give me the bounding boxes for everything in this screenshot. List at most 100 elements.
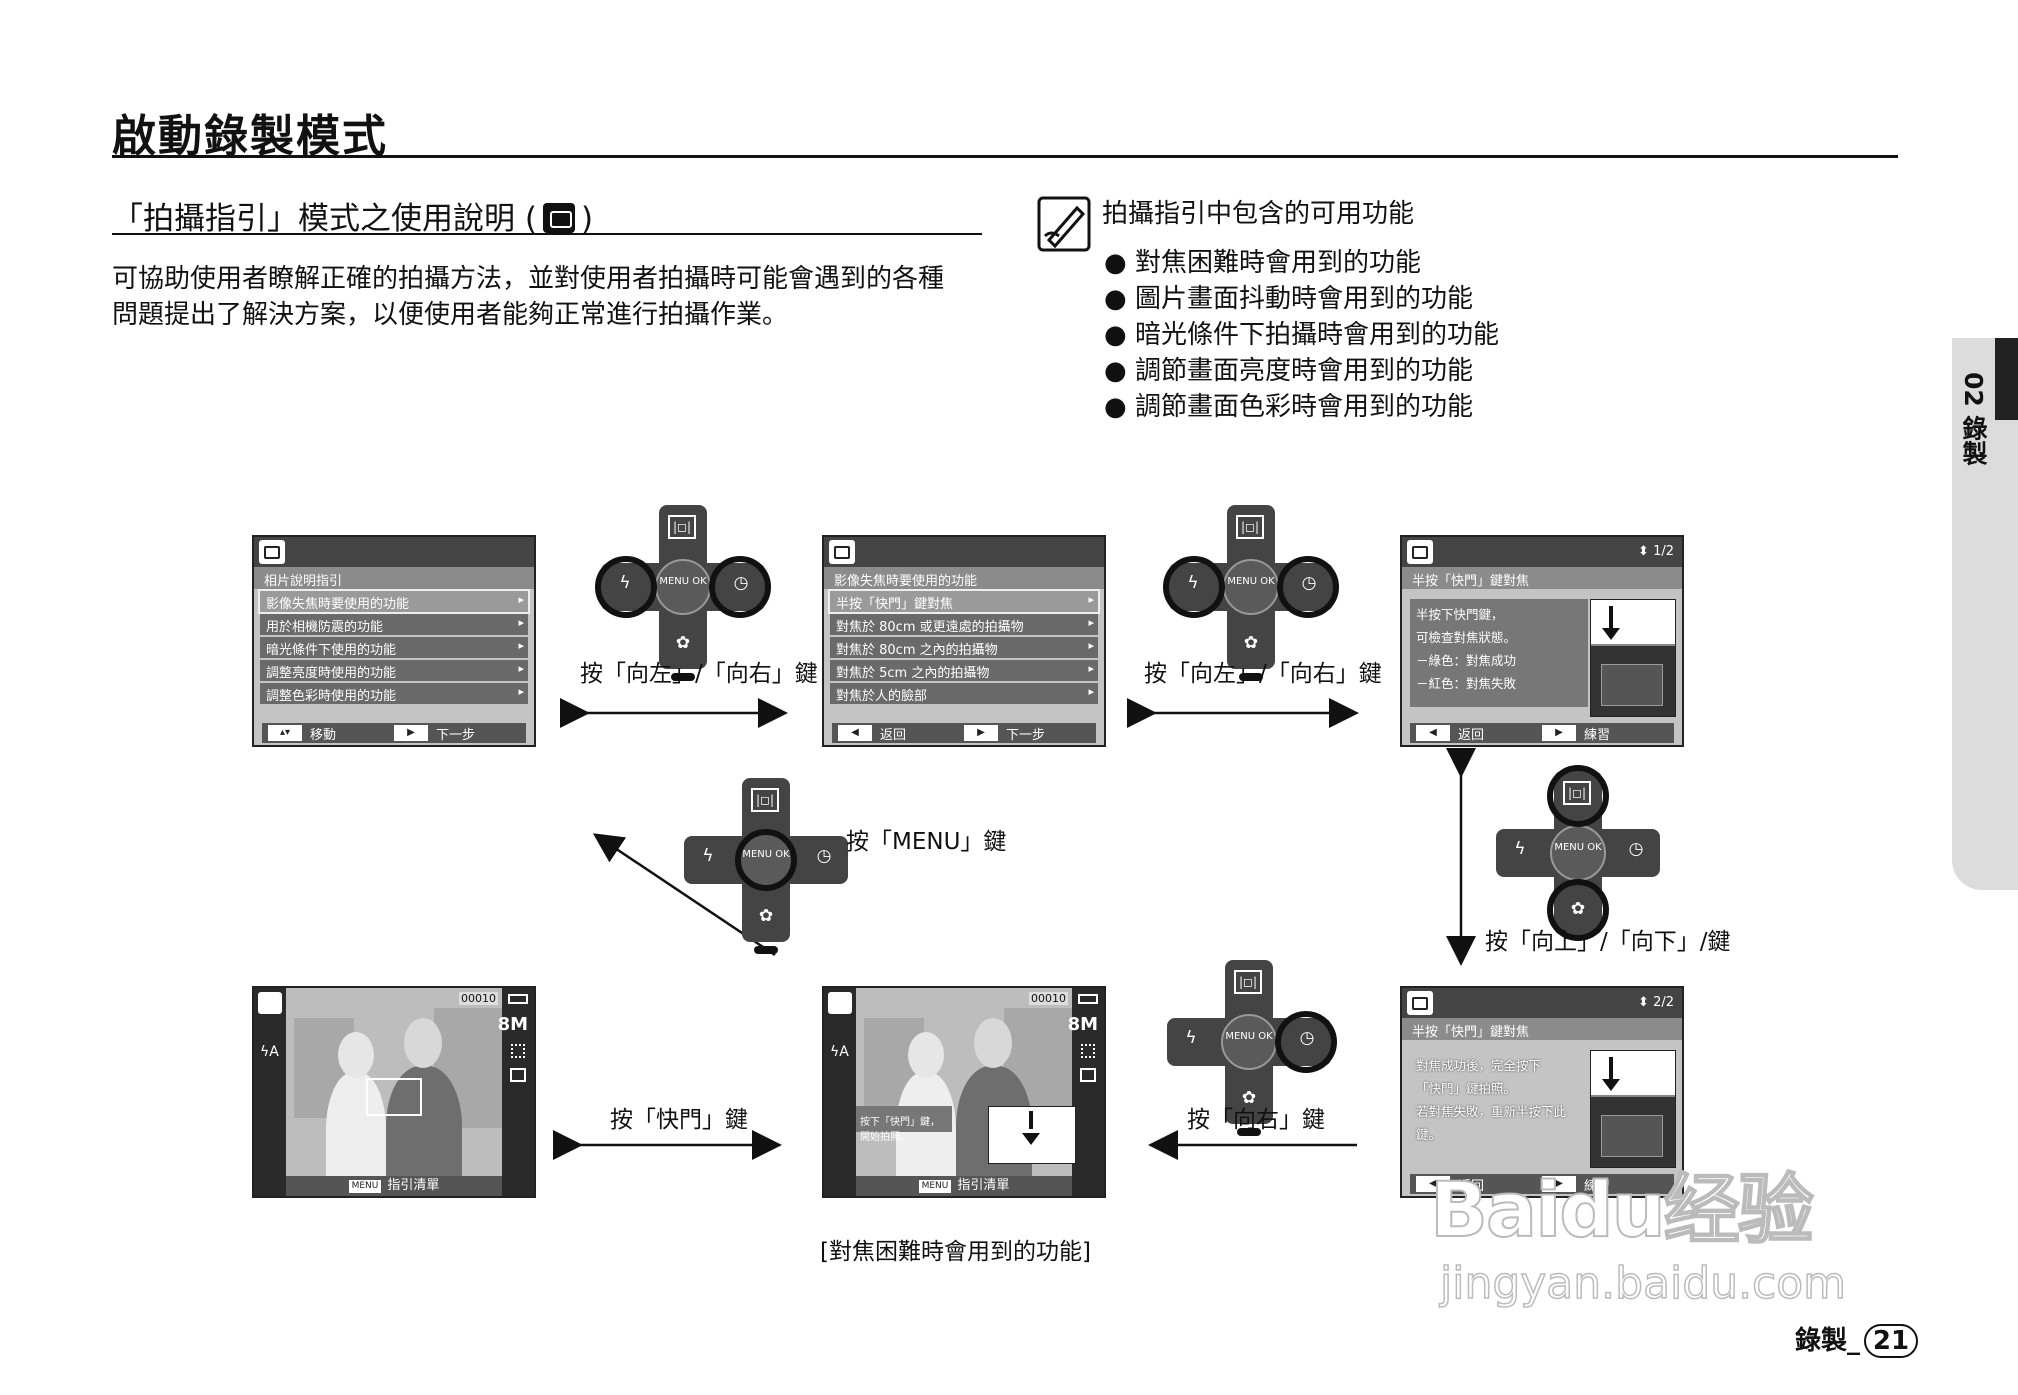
menu-item[interactable]: 對焦於 5cm 之內的拍攝物 xyxy=(830,660,1098,681)
menu-item[interactable]: 對焦於 80cm 或更遠處的拍攝物 xyxy=(830,614,1098,635)
left-info-bar xyxy=(824,988,856,1198)
guide-mode-icon xyxy=(1407,991,1433,1015)
dpad-up-down: MENU OK |◻| ϟ ◷ ✿ xyxy=(1496,771,1660,935)
left-key-icon: ◀ xyxy=(1416,725,1450,741)
right-key-icon: ▶ xyxy=(964,725,998,741)
shot-counter: 00010 xyxy=(1029,992,1068,1005)
menu-item[interactable]: 調整亮度時使用的功能 xyxy=(260,660,528,681)
footer-right-label: 練習 xyxy=(1584,724,1610,743)
menu-item[interactable]: 對焦於人的臉部 xyxy=(830,683,1098,704)
menu-ok-button[interactable]: MENU OK xyxy=(1223,559,1279,615)
right-key-icon: ▶ xyxy=(394,725,428,741)
note-bullet: ● 調節畫面色彩時會用到的功能 xyxy=(1104,386,1473,423)
screen-caption: [對焦困難時會用到的功能] xyxy=(820,1232,1091,1266)
note-bullet: ● 對焦困難時會用到的功能 xyxy=(1104,242,1421,279)
display-icon: |◻| xyxy=(1236,515,1264,539)
menu-item[interactable]: 影像失焦時要使用的功能 xyxy=(260,591,528,612)
macro-icon: ✿ xyxy=(668,633,698,653)
guide-mode-icon xyxy=(259,540,285,564)
screen-footer: MENU指引清單 xyxy=(856,1176,1072,1196)
screen-header: ⬍ 1/2 xyxy=(1402,537,1682,567)
guide-mode-icon xyxy=(543,203,575,233)
shutter-hint: 按下「快門」鍵，開始拍照。 xyxy=(856,1106,952,1132)
menu-item[interactable]: 用於相機防震的功能 xyxy=(260,614,528,635)
screen-focus-functions: 影像失焦時要使用的功能 半按「快門」鍵對焦 對焦於 80cm 或更遠處的拍攝物 … xyxy=(822,535,1106,747)
shutter-press-illustration xyxy=(1590,599,1676,717)
footer-left-label: 返回 xyxy=(880,724,906,743)
up-down-key-icon: ▴▾ xyxy=(268,725,302,741)
scene-face xyxy=(974,1018,1012,1068)
macro-icon: ✿ xyxy=(1236,633,1266,653)
instruction-up-down: 按「向上」/「向下」/鍵 xyxy=(1485,922,1731,956)
dpad-menu: MENU OK |◻| ϟ ◷ ✿ xyxy=(684,778,848,942)
note-bullet: ● 調節畫面亮度時會用到的功能 xyxy=(1104,350,1473,387)
hint-line: 若對焦失敗，重新半按下此鍵。 xyxy=(1416,1100,1582,1146)
camera-back-icon xyxy=(1591,644,1676,716)
image-size-label: 8M xyxy=(1068,1014,1098,1035)
menu-ok-button[interactable]: MENU OK xyxy=(1550,825,1606,881)
screen-subtitle: 影像失焦時要使用的功能 xyxy=(824,567,1104,589)
note-title: 拍攝指引中包含的可用功能 xyxy=(1102,193,1414,230)
guide-mode-icon xyxy=(829,540,855,564)
screen-half-press-1: ⬍ 1/2 半按「快門」鍵對焦 半按下快門鍵， 可檢查對焦狀態。 －綠色：對焦成… xyxy=(1400,535,1684,747)
down-arrow-icon xyxy=(1029,1111,1033,1129)
dpad-left-right-2: MENU OK |◻| ϟ ◷ ✿ xyxy=(1169,505,1333,669)
scene-face xyxy=(908,1032,944,1078)
play-pause-tag xyxy=(754,946,778,954)
menu-item[interactable]: 半按「快門」鍵對焦 xyxy=(830,591,1098,612)
note-pencil-icon xyxy=(1037,196,1091,252)
screen-footer: ▴▾ 移動 ▶ 下一步 xyxy=(262,723,526,743)
highlight-right xyxy=(1277,556,1339,618)
chapter-tab-label: 02 錄製 xyxy=(1955,372,1991,466)
self-timer-icon: ◷ xyxy=(1621,839,1651,859)
footer-left-label: 返回 xyxy=(1458,724,1484,743)
macro-icon: ✿ xyxy=(751,906,781,926)
section-title-text: 「拍攝指引」模式之使用說明 ( xyxy=(112,201,537,237)
menu-ok-button[interactable]: MENU OK xyxy=(655,559,711,615)
shot-counter: 00010 xyxy=(459,992,498,1005)
image-size-label: 8M xyxy=(498,1014,528,1035)
instruction-left-right-1: 按「向左」/「向右」鍵 xyxy=(580,654,818,688)
menu-item[interactable]: 對焦於 80cm 之內的拍攝物 xyxy=(830,637,1098,658)
self-timer-icon: ◷ xyxy=(809,846,839,866)
intro-line-1: 可協助使用者瞭解正確的拍攝方法，並對使用者拍攝時可能會遇到的各種 xyxy=(112,258,944,295)
metering-icon xyxy=(1080,1068,1096,1082)
scene-face xyxy=(338,1032,374,1078)
footer-right-label: 下一步 xyxy=(436,724,475,743)
intro-line-2: 問題提出了解決方案，以便使用者能夠正常進行拍攝作業。 xyxy=(112,294,788,331)
screen-subtitle: 相片說明指引 xyxy=(254,567,534,589)
flash-icon: ϟ xyxy=(1505,839,1535,859)
metering-icon xyxy=(510,1068,526,1082)
battery-icon xyxy=(1078,994,1098,1004)
quality-icon xyxy=(1081,1044,1095,1058)
down-arrow-icon xyxy=(1609,1057,1613,1081)
guide-mode-icon xyxy=(1407,540,1433,564)
hint-line: －紅色：對焦失敗 xyxy=(1416,672,1582,695)
highlight-center xyxy=(735,829,797,891)
hint-line: 半按下快門鍵， xyxy=(1416,603,1582,626)
section-rule xyxy=(112,233,982,235)
flash-icon: ϟ xyxy=(693,846,723,866)
page-indicator: ⬍ 2/2 xyxy=(1638,995,1674,1010)
left-key-icon: ◀ xyxy=(838,725,872,741)
hint-line: 對焦成功後，完全按下 xyxy=(1416,1054,1582,1077)
left-info-bar xyxy=(254,988,286,1198)
menu-ok-button[interactable]: MENU OK xyxy=(1221,1014,1277,1070)
screen-subtitle: 半按「快門」鍵對焦 xyxy=(1402,1018,1682,1040)
footer-label: 錄製_ xyxy=(1795,1326,1860,1356)
hint-line: －綠色：對焦成功 xyxy=(1416,649,1582,672)
dpad-left-right-1: MENU OK |◻| ϟ ◷ ✿ xyxy=(601,505,765,669)
screen-header xyxy=(824,537,1104,567)
screen-footer: ◀ 返回 ▶ 下一步 xyxy=(832,723,1096,743)
instruction-shutter: 按「快門」鍵 xyxy=(610,1100,748,1134)
screen-header xyxy=(254,537,534,567)
menu-item[interactable]: 調整色彩時使用的功能 xyxy=(260,683,528,704)
menu-item[interactable]: 暗光條件下使用的功能 xyxy=(260,637,528,658)
page-number: 21 xyxy=(1864,1324,1918,1358)
flash-auto-icon: ϟA xyxy=(260,1044,279,1060)
guide-mode-icon xyxy=(828,992,852,1014)
screen-footer: ◀ 返回 ▶ 練習 xyxy=(1410,723,1674,743)
guide-mode-icon xyxy=(258,992,282,1014)
menu-key-chip: MENU xyxy=(919,1180,952,1193)
